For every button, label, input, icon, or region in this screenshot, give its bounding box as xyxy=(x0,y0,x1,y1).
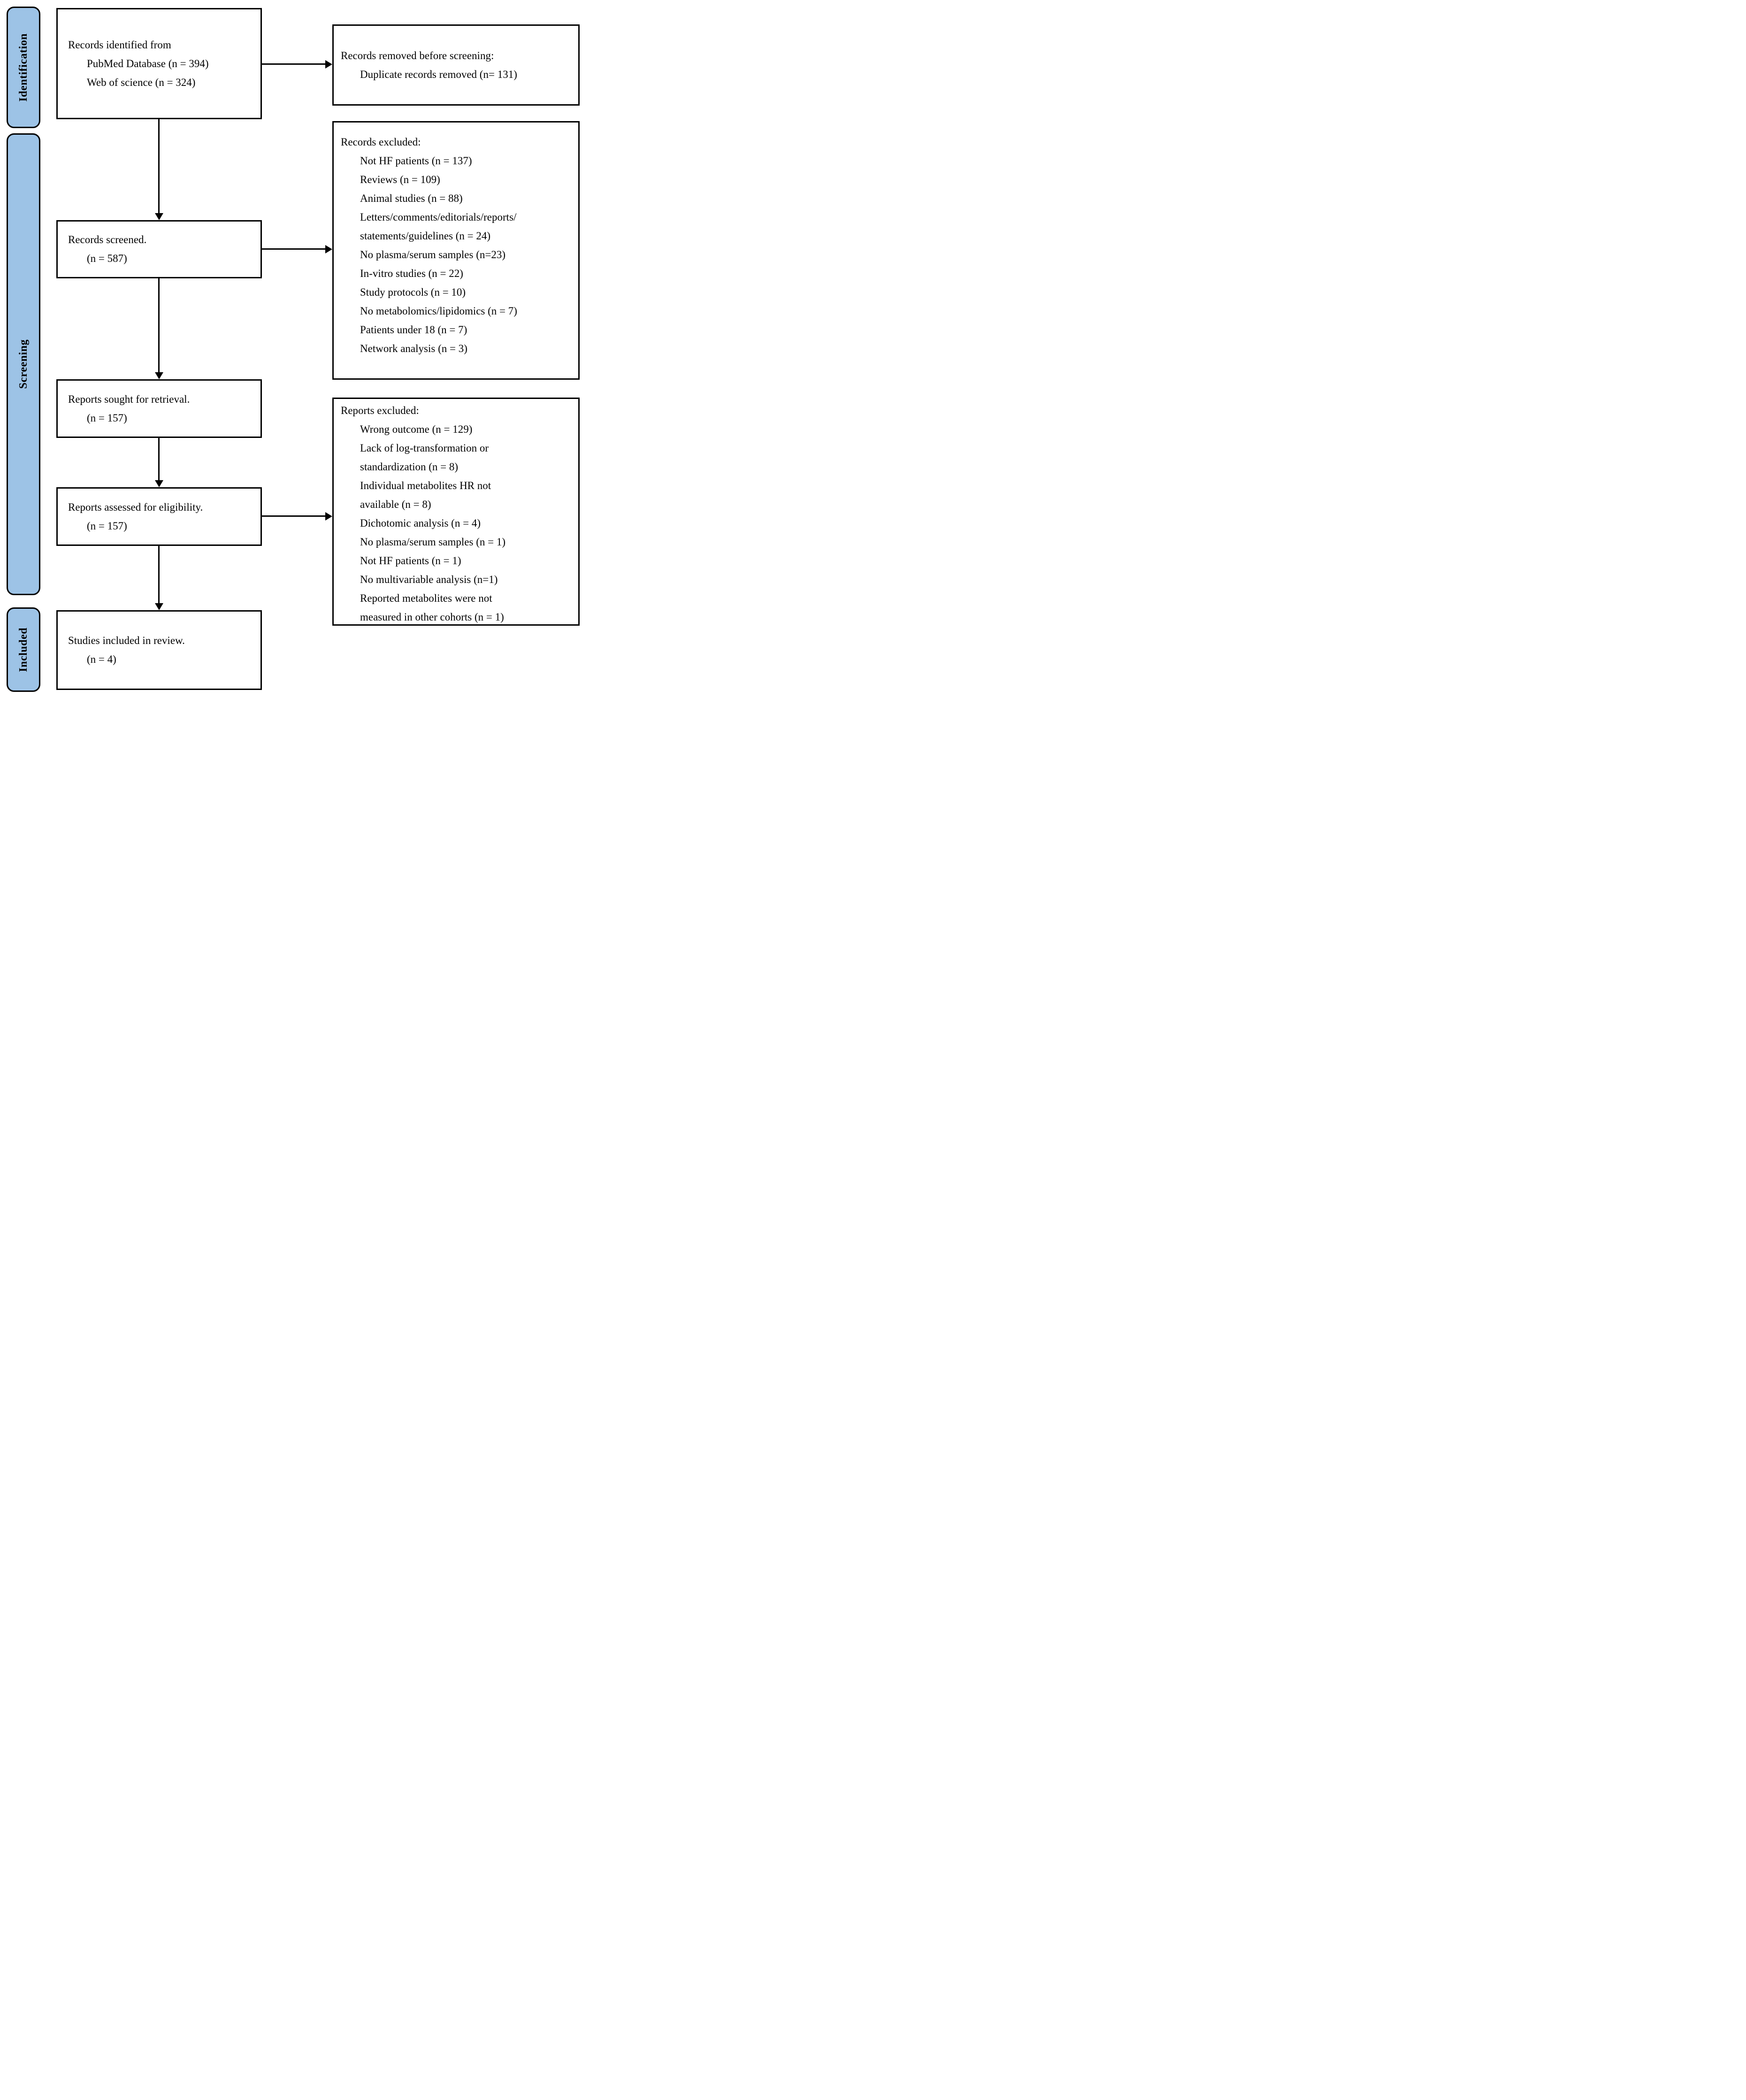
reports-excluded-item: Reported metabolites were not xyxy=(360,592,492,604)
arrow-sought-to-assessed xyxy=(154,438,167,487)
arrow-screened-to-excluded xyxy=(262,245,332,257)
records-identified-webofscience: Web of science (n = 324) xyxy=(87,76,196,88)
records-removed-title: Records removed before screening: xyxy=(341,49,494,61)
reports-excluded-item: Lack of log-transformation or xyxy=(360,442,489,454)
records-excluded-item: Network analysis (n = 3) xyxy=(360,343,467,354)
reports-excluded-item: No multivariable analysis (n=1) xyxy=(360,574,498,585)
records-excluded-item: Animal studies (n = 88) xyxy=(360,192,463,204)
records-excluded-item: statements/guidelines (n = 24) xyxy=(360,230,491,242)
arrow-identified-to-screened xyxy=(154,119,167,220)
records-removed-duplicates: Duplicate records removed (n= 131) xyxy=(360,68,517,80)
reports-excluded-item: Wrong outcome (n = 129) xyxy=(360,423,473,435)
reports-sought-title: Reports sought for retrieval. xyxy=(68,393,190,405)
reports-excluded-item: standardization (n = 8) xyxy=(360,461,459,473)
reports-assessed-count: (n = 157) xyxy=(87,520,127,532)
stage-included-label: Included xyxy=(17,627,30,672)
arrow-identified-to-removed xyxy=(262,60,332,72)
reports-sought-box: Reports sought for retrieval. (n = 157) xyxy=(56,379,262,438)
records-excluded-box: Records excluded: Not HF patients (n = 1… xyxy=(332,121,580,380)
reports-assessed-title: Reports assessed for eligibility. xyxy=(68,501,203,513)
reports-excluded-item: measured in other cohorts (n = 1) xyxy=(360,611,504,623)
stage-screening: Screening xyxy=(7,133,40,595)
records-removed-box: Records removed before screening: Duplic… xyxy=(332,24,580,106)
arrow-assessed-to-reports-excluded xyxy=(262,512,332,524)
arrow-screened-to-sought xyxy=(154,278,167,379)
reports-excluded-item: No plasma/serum samples (n = 1) xyxy=(360,536,505,548)
records-excluded-item: In-vitro studies (n = 22) xyxy=(360,268,463,279)
reports-excluded-title: Reports excluded: xyxy=(341,405,419,416)
stage-identification-label: Identification xyxy=(17,33,30,102)
studies-included-box: Studies included in review. (n = 4) xyxy=(56,610,262,690)
records-excluded-item: Not HF patients (n = 137) xyxy=(360,155,472,167)
arrow-assessed-to-included xyxy=(154,546,167,610)
records-excluded-item: No metabolomics/lipidomics (n = 7) xyxy=(360,305,517,317)
records-screened-box: Records screened. (n = 587) xyxy=(56,220,262,278)
records-excluded-item: Patients under 18 (n = 7) xyxy=(360,324,467,336)
records-excluded-item: Study protocols (n = 10) xyxy=(360,286,466,298)
stage-identification: Identification xyxy=(7,7,40,128)
stage-included: Included xyxy=(7,607,40,692)
studies-included-title: Studies included in review. xyxy=(68,635,185,646)
reports-excluded-box: Reports excluded: Wrong outcome (n = 129… xyxy=(332,398,580,626)
records-identified-pubmed: PubMed Database (n = 394) xyxy=(87,57,209,69)
records-identified-box: Records identified from PubMed Database … xyxy=(56,8,262,119)
records-screened-title: Records screened. xyxy=(68,234,147,245)
records-identified-title: Records identified from xyxy=(68,38,171,51)
records-excluded-item: Reviews (n = 109) xyxy=(360,174,440,185)
reports-excluded-item: available (n = 8) xyxy=(360,498,431,510)
reports-excluded-item: Individual metabolites HR not xyxy=(360,480,491,491)
reports-excluded-item: Dichotomic analysis (n = 4) xyxy=(360,517,481,529)
reports-sought-count: (n = 157) xyxy=(87,412,127,424)
records-screened-count: (n = 587) xyxy=(87,253,127,264)
records-excluded-item: No plasma/serum samples (n=23) xyxy=(360,249,505,261)
stage-screening-label: Screening xyxy=(17,339,30,389)
records-excluded-item: Letters/comments/editorials/reports/ xyxy=(360,211,517,223)
studies-included-count: (n = 4) xyxy=(87,653,116,665)
prisma-flow-diagram: Identification Screening Included Record… xyxy=(0,0,582,700)
reports-assessed-box: Reports assessed for eligibility. (n = 1… xyxy=(56,487,262,546)
reports-excluded-item: Not HF patients (n = 1) xyxy=(360,555,461,567)
records-excluded-title: Records excluded: xyxy=(341,136,421,148)
